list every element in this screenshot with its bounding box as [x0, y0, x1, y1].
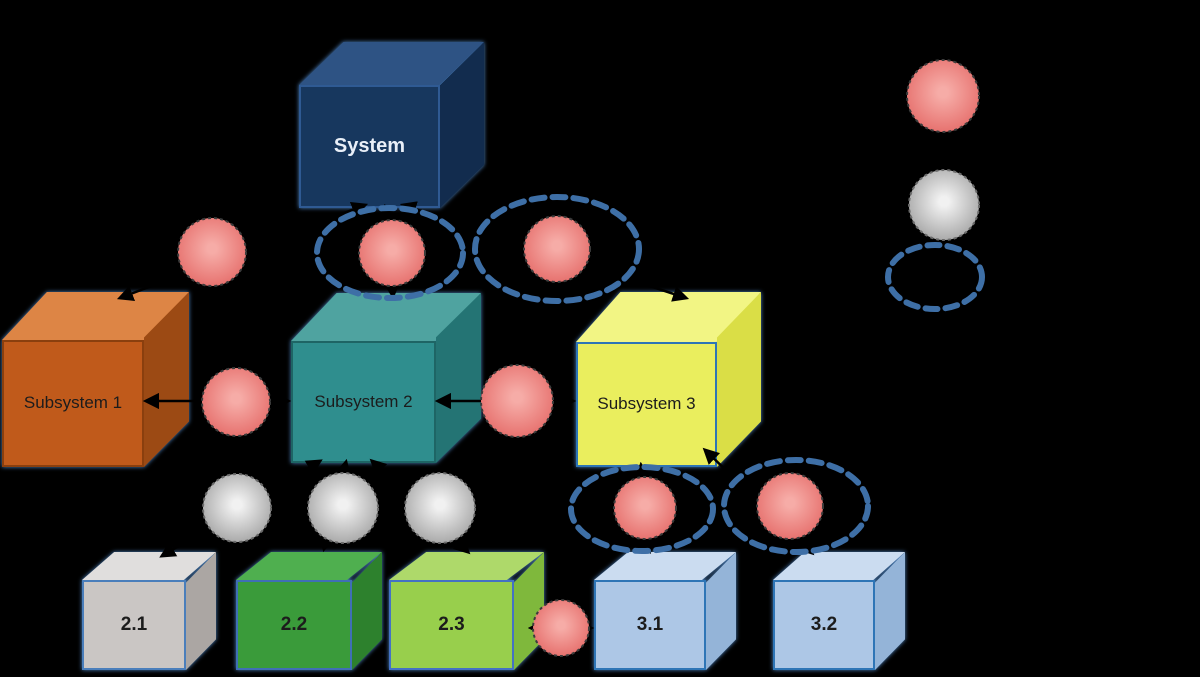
- node-subsystem-1: Subsystem 1: [2, 292, 189, 467]
- edge-subsystem-3-unit-3-1: [634, 461, 657, 555]
- node-subsystem-2: Subsystem 2: [291, 293, 481, 463]
- cube-front-face: Subsystem 1: [2, 340, 144, 467]
- legend-gray-circle: [908, 169, 980, 241]
- node-label-unit-2-1: 2.1: [120, 614, 148, 636]
- cube-front-face: System: [299, 85, 440, 208]
- highlight-ellipse-system-sub3: [472, 194, 642, 304]
- edge-system-subsystem-1: [116, 202, 369, 301]
- highlight-ellipse-system-sub2: [314, 205, 466, 301]
- legend-dashed-ellipse: [885, 242, 985, 312]
- edge-subsystem-2-unit-2-3: [369, 458, 471, 555]
- highlight-ellipse-sub3-unit-3-1: [568, 464, 716, 554]
- node-label-unit-2-3: 2.3: [438, 614, 465, 636]
- edge-subsystem-2-unit-2-2: [319, 458, 351, 553]
- interface-marker-system-sub1: [177, 217, 247, 287]
- node-unit-3-2: 3.2: [773, 552, 905, 670]
- edge-subsystem-2-unit-2-1: [159, 459, 323, 558]
- node-label-unit-2-2: 2.2: [280, 614, 308, 636]
- interface-marker-sub3-unit-3-2: [756, 472, 824, 540]
- interface-marker-system-sub2: [358, 219, 426, 287]
- internal-marker-sub2-unit-2-3: [404, 472, 476, 544]
- node-unit-3-1: 3.1: [594, 552, 736, 670]
- legend: [885, 59, 985, 312]
- interface-marker-sub3-unit-3-1: [613, 476, 677, 540]
- node-label-unit-3-1: 3.1: [636, 614, 664, 636]
- node-subsystem-3: Subsystem 3: [576, 292, 761, 467]
- cube-front-face: 2.1: [82, 580, 186, 670]
- interface-marker-sub1-sub2: [201, 367, 271, 437]
- cube-front-face: 2.3: [389, 580, 514, 670]
- highlight-ellipse-sub3-unit-3-2: [721, 457, 871, 555]
- node-label-system: System: [333, 135, 406, 158]
- cube-front-face: Subsystem 3: [576, 342, 717, 467]
- legend-red-circle: [906, 59, 980, 133]
- node-label-subsystem-3: Subsystem 3: [597, 394, 696, 414]
- node-label-unit-3-2: 3.2: [810, 614, 838, 636]
- node-label-subsystem-1: Subsystem 1: [23, 393, 123, 413]
- interface-marker-system-sub3: [523, 215, 591, 283]
- interface-marker-sub2-sub3: [480, 364, 554, 438]
- node-unit-2-1: 2.1: [82, 552, 216, 670]
- cube-front-face: 3.1: [594, 580, 706, 670]
- cube-front-face: 3.2: [773, 580, 875, 670]
- edge-system-subsystem-3: [399, 201, 690, 302]
- internal-marker-sub2-unit-2-1: [202, 473, 272, 543]
- edge-system-subsystem-2: [378, 203, 400, 300]
- node-unit-2-2: 2.2: [236, 552, 382, 670]
- node-label-subsystem-2: Subsystem 2: [314, 391, 413, 411]
- node-system: System: [299, 42, 484, 208]
- cube-front-face: 2.2: [236, 580, 352, 670]
- node-unit-2-3: 2.3: [389, 552, 544, 670]
- cube-front-face: Subsystem 2: [291, 341, 436, 463]
- internal-marker-sub2-unit-2-2: [307, 472, 379, 544]
